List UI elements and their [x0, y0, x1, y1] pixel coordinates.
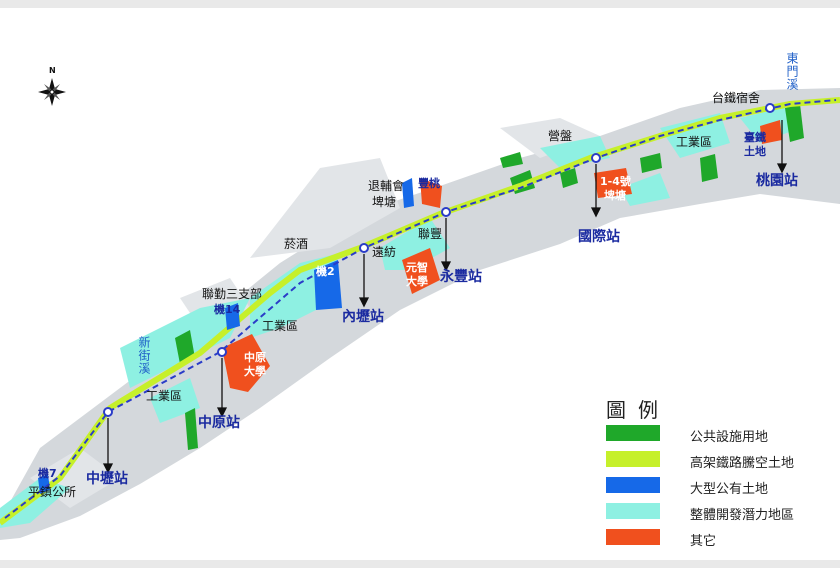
- legend-swatch: [606, 477, 660, 493]
- station-marker-icon[interactable]: [441, 207, 451, 217]
- label-yingpan: 營盤: [548, 129, 573, 143]
- label-site-ji2: 機2: [316, 265, 335, 278]
- legend-item: 高架鐵路騰空土地: [606, 448, 836, 471]
- station-marker-icon[interactable]: [765, 103, 775, 113]
- label-pingzhen-office: 平鎮公所: [28, 485, 77, 499]
- label-veterans-a: 退輔會: [368, 179, 405, 193]
- legend-swatch: [606, 503, 660, 519]
- creek-label-xinjie: 新街溪: [137, 336, 151, 375]
- station-marker-icon[interactable]: [217, 347, 227, 357]
- legend-swatch: [606, 451, 660, 467]
- label-site-ji7: 機7: [38, 467, 57, 480]
- arrow-down-icon: [590, 164, 602, 218]
- legend-item: 整體開發潛力地區: [606, 500, 836, 523]
- map-canvas: [0, 78, 840, 540]
- label-lianqin: 聯勤三支部: [202, 287, 263, 301]
- station-arrows: [102, 120, 788, 474]
- station-markers: [103, 103, 775, 417]
- legend-swatch: [606, 529, 660, 545]
- legend-item: 其它: [606, 526, 836, 549]
- map-frame: N 東門溪 台鐵宿舍 營盤 臺鐵 土地 桃園站 工業區 1-4號 埤塘 國際站 …: [0, 8, 840, 560]
- elevated-rail-land: [0, 97, 840, 526]
- label-industrial-mid: 工業區: [262, 319, 299, 333]
- arrow-down-icon: [776, 120, 788, 174]
- compass-rose-icon: [38, 78, 66, 106]
- legend-item: 大型公有土地: [606, 474, 836, 497]
- arrow-down-icon: [102, 418, 114, 474]
- legend-label: 公共設施用地: [690, 430, 769, 445]
- arrow-down-icon: [358, 254, 370, 308]
- label-site-ji14: 機14: [214, 303, 241, 316]
- label-industrial-east: 工業區: [676, 135, 713, 149]
- station-label-neili: 內壢站: [342, 309, 384, 325]
- arrow-down-icon: [216, 358, 228, 418]
- station-label-taoyuan: 桃園站: [756, 173, 798, 189]
- legend-label: 整體開發潛力地區: [690, 508, 795, 523]
- label-lianfeng: 聯豐: [418, 227, 443, 241]
- legend-item: 公共設施用地: [606, 422, 836, 445]
- label-tobacco: 菸酒: [284, 237, 309, 251]
- label-taoyuan-site-2: 土地: [744, 145, 766, 158]
- public-facility-land: [175, 104, 804, 450]
- legend-swatch: [606, 425, 660, 441]
- label-taoyuan-site-1: 臺鐵: [744, 131, 766, 144]
- other-land: [222, 120, 782, 392]
- arrow-down-icon: [440, 218, 452, 272]
- label-yuanzhi-a: 元智: [406, 261, 428, 274]
- station-marker-icon[interactable]: [359, 243, 369, 253]
- station-label-zhongyuan: 中原站: [198, 415, 240, 431]
- station-marker-icon[interactable]: [591, 153, 601, 163]
- legend-label: 高架鐵路騰空土地: [690, 456, 795, 471]
- legend-label: 大型公有土地: [690, 482, 769, 497]
- label-site-1-4-b: 埤塘: [604, 189, 626, 202]
- label-yuanzhi-b: 大學: [406, 275, 428, 288]
- label-zhongyuan-u-b: 大學: [244, 365, 266, 378]
- creek-label-dongmen: 東門溪: [785, 52, 799, 91]
- label-zhongyuan-u-a: 中原: [244, 351, 266, 364]
- station-label-zhongli: 中壢站: [86, 471, 128, 487]
- station-label-guoji: 國際站: [578, 229, 620, 245]
- legend-title: 圖例: [606, 398, 670, 422]
- label-veterans-b: 埤塘: [372, 195, 397, 209]
- label-industrial-west: 工業區: [146, 389, 183, 403]
- station-marker-icon[interactable]: [103, 407, 113, 417]
- label-yuanfang: 遠紡: [372, 245, 397, 259]
- legend-label: 其它: [690, 534, 717, 549]
- label-railway-dorm: 台鐵宿舍: [712, 91, 761, 105]
- label-site-1-4-a: 1-4號: [600, 175, 631, 188]
- station-label-yongfeng: 永豐站: [440, 269, 482, 285]
- label-fengtao: 豐桃: [418, 177, 440, 190]
- compass-north-label: N: [49, 66, 56, 75]
